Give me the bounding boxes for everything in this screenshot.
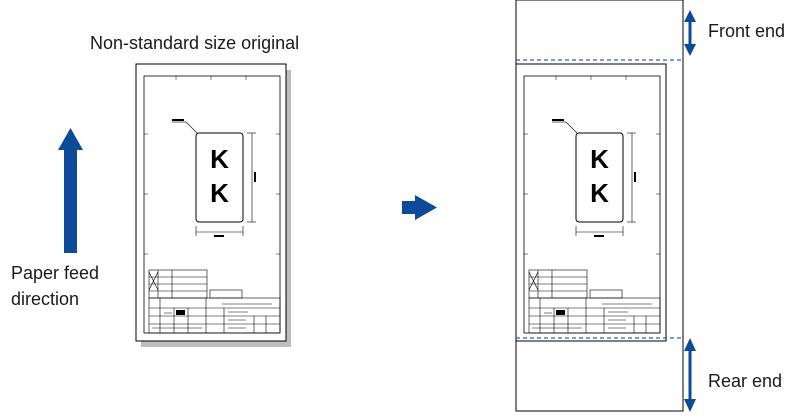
output-drawing: K K [515,63,667,342]
paper-feed-label-line1: Paper feed [11,263,100,283]
original-document: K K [135,63,291,347]
rear-end-arrow-icon [684,338,696,412]
original-letter-2: K [210,178,229,208]
front-end-label: Front end [708,21,786,41]
rear-end-label: Rear end [708,371,783,391]
original-letter-1: K [210,144,229,174]
output-letter-1: K [590,144,609,174]
front-end-arrow-icon [684,10,696,56]
transform-arrow-icon [402,195,437,220]
original-title-label: Non-standard size original [90,33,300,53]
output-document: K K [515,0,684,412]
output-letter-2: K [590,178,609,208]
paper-feed-label-line2: direction [11,289,80,309]
original-sheet: K K [135,63,287,342]
paper-feed-label: Paper feed direction [11,260,99,312]
paper-feed-arrow-icon [58,128,83,253]
